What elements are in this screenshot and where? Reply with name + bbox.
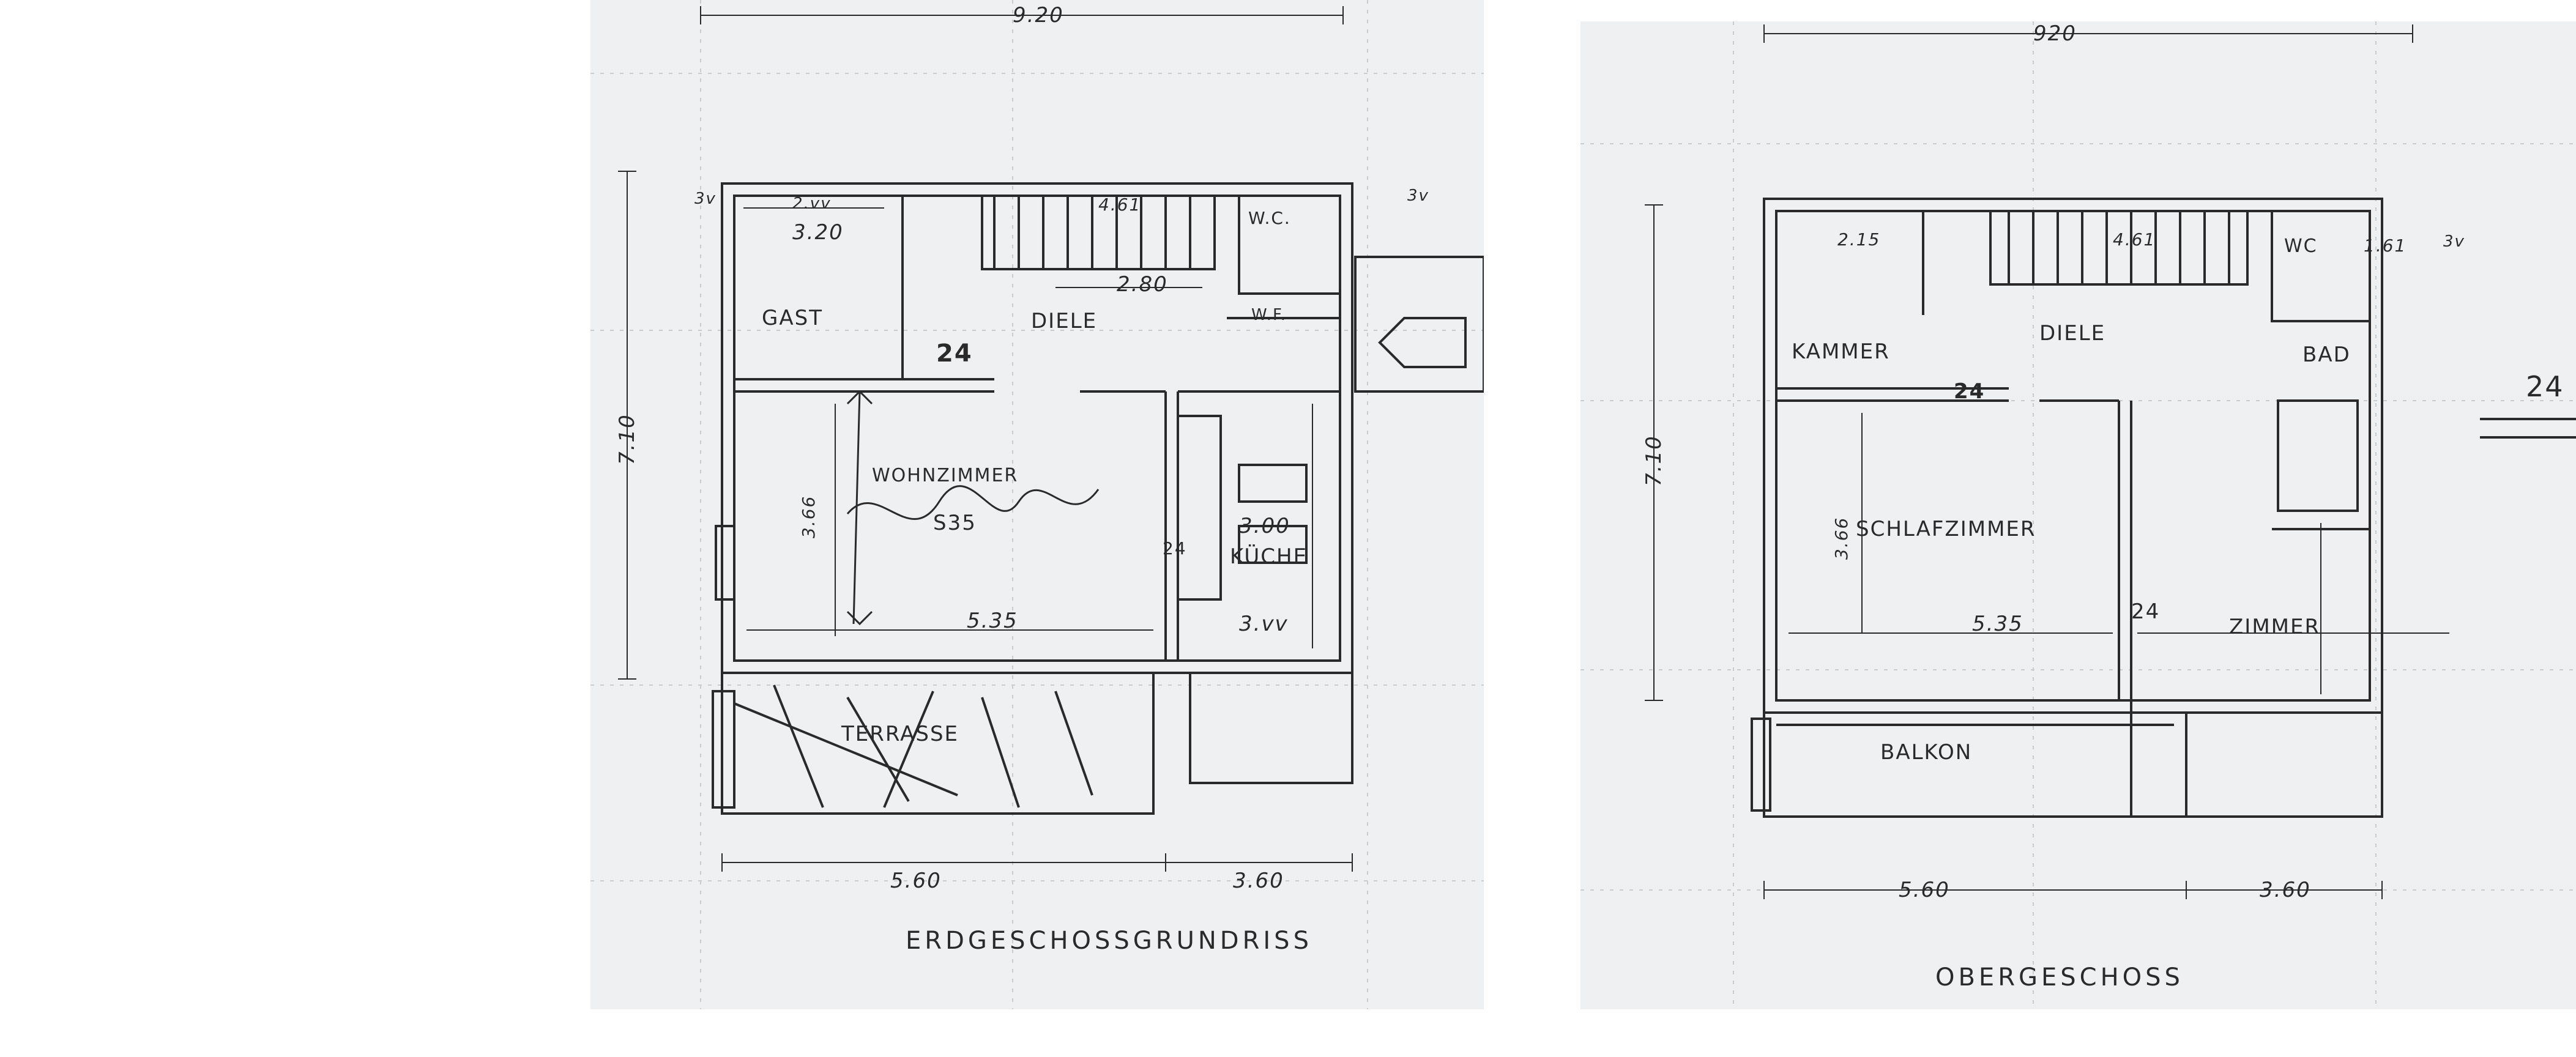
upper-floor-plan: 920 7.10 2.15 4.61 WC 1.61 3v KAMMER DIE…	[1580, 21, 2576, 1009]
gf-room-gast: GAST	[762, 306, 823, 330]
gf-wohnzimmer-area: S35	[933, 511, 977, 535]
gf-room-kueche: KÜCHE	[1230, 544, 1308, 569]
uf-kammer-width: 2.15	[1837, 229, 1881, 250]
uf-wall-right: 24	[2526, 370, 2564, 403]
uf-wall-mid: 24	[2131, 599, 2161, 624]
gf-stair-1: 2.vv	[792, 195, 832, 213]
gf-room-wohnzimmer: WOHNZIMMER	[872, 465, 1019, 486]
uf-stair: 4.61	[2113, 229, 2156, 250]
gf-room-terrasse: TERRASSE	[841, 722, 959, 746]
gf-room-wc: W.C.	[1248, 208, 1291, 228]
gf-diele-width: 2.80	[1117, 272, 1168, 297]
gf-title: ERDGESCHOSSGRUNDRISS	[906, 927, 1312, 955]
gf-left-segment: 5.60	[890, 869, 942, 893]
gf-side-right: 3v	[1407, 187, 1429, 205]
ground-floor-drawing	[590, 0, 1484, 1009]
uf-room-kammer: KAMMER	[1792, 339, 1890, 364]
ground-floor-plan: 9.20 7.10 3.20 2.vv 4.61 2.80 GAST DIELE…	[590, 0, 1484, 1009]
gf-wall-small: 24	[1163, 538, 1187, 558]
gf-width-total: 9.20	[1013, 3, 1064, 28]
gf-stair-2: 4.61	[1098, 195, 1142, 215]
uf-title: OBERGESCHOSS	[1935, 963, 2184, 992]
uf-bedroom-depth: 3.66	[1831, 516, 1852, 560]
uf-left-segment: 5.60	[1899, 878, 1950, 902]
gf-kitchen-width: 3.00	[1239, 514, 1290, 538]
upper-floor-drawing	[1580, 21, 2576, 1009]
gf-room-diele: DIELE	[1031, 309, 1098, 333]
gf-gast-width: 3.20	[792, 220, 844, 245]
uf-room-wc: WC	[2284, 236, 2318, 257]
gf-living-width: 5.35	[967, 609, 1018, 633]
uf-room-bad: BAD	[2302, 343, 2351, 367]
uf-room-diele: DIELE	[2039, 321, 2106, 346]
gf-right-segment: 3.60	[1233, 869, 1284, 893]
uf-room-balkon: BALKON	[1880, 740, 1973, 765]
gf-kitchen-bottom: 3.vv	[1239, 612, 1289, 636]
uf-room-schlafzimmer: SCHLAFZIMMER	[1856, 517, 2036, 541]
uf-wall-thickness: 24	[1954, 379, 1986, 404]
gf-wall-thickness: 24	[936, 339, 973, 368]
uf-wc-width: 1.61	[2364, 236, 2407, 256]
uf-depth-total: 7.10	[1642, 435, 1666, 486]
uf-room-zimmer: ZIMMER	[2229, 615, 2321, 639]
uf-width-total: 920	[2033, 21, 2077, 46]
uf-right-segment: 3.60	[2260, 878, 2311, 902]
gf-depth-total: 7.10	[615, 414, 639, 465]
gf-room-wf: W.F.	[1251, 306, 1287, 324]
uf-bedroom-width: 5.35	[1972, 612, 2023, 636]
gf-side-left: 3v	[694, 190, 717, 208]
gf-living-depth: 3.66	[798, 495, 819, 538]
uf-small-dim: 3v	[2443, 232, 2465, 251]
